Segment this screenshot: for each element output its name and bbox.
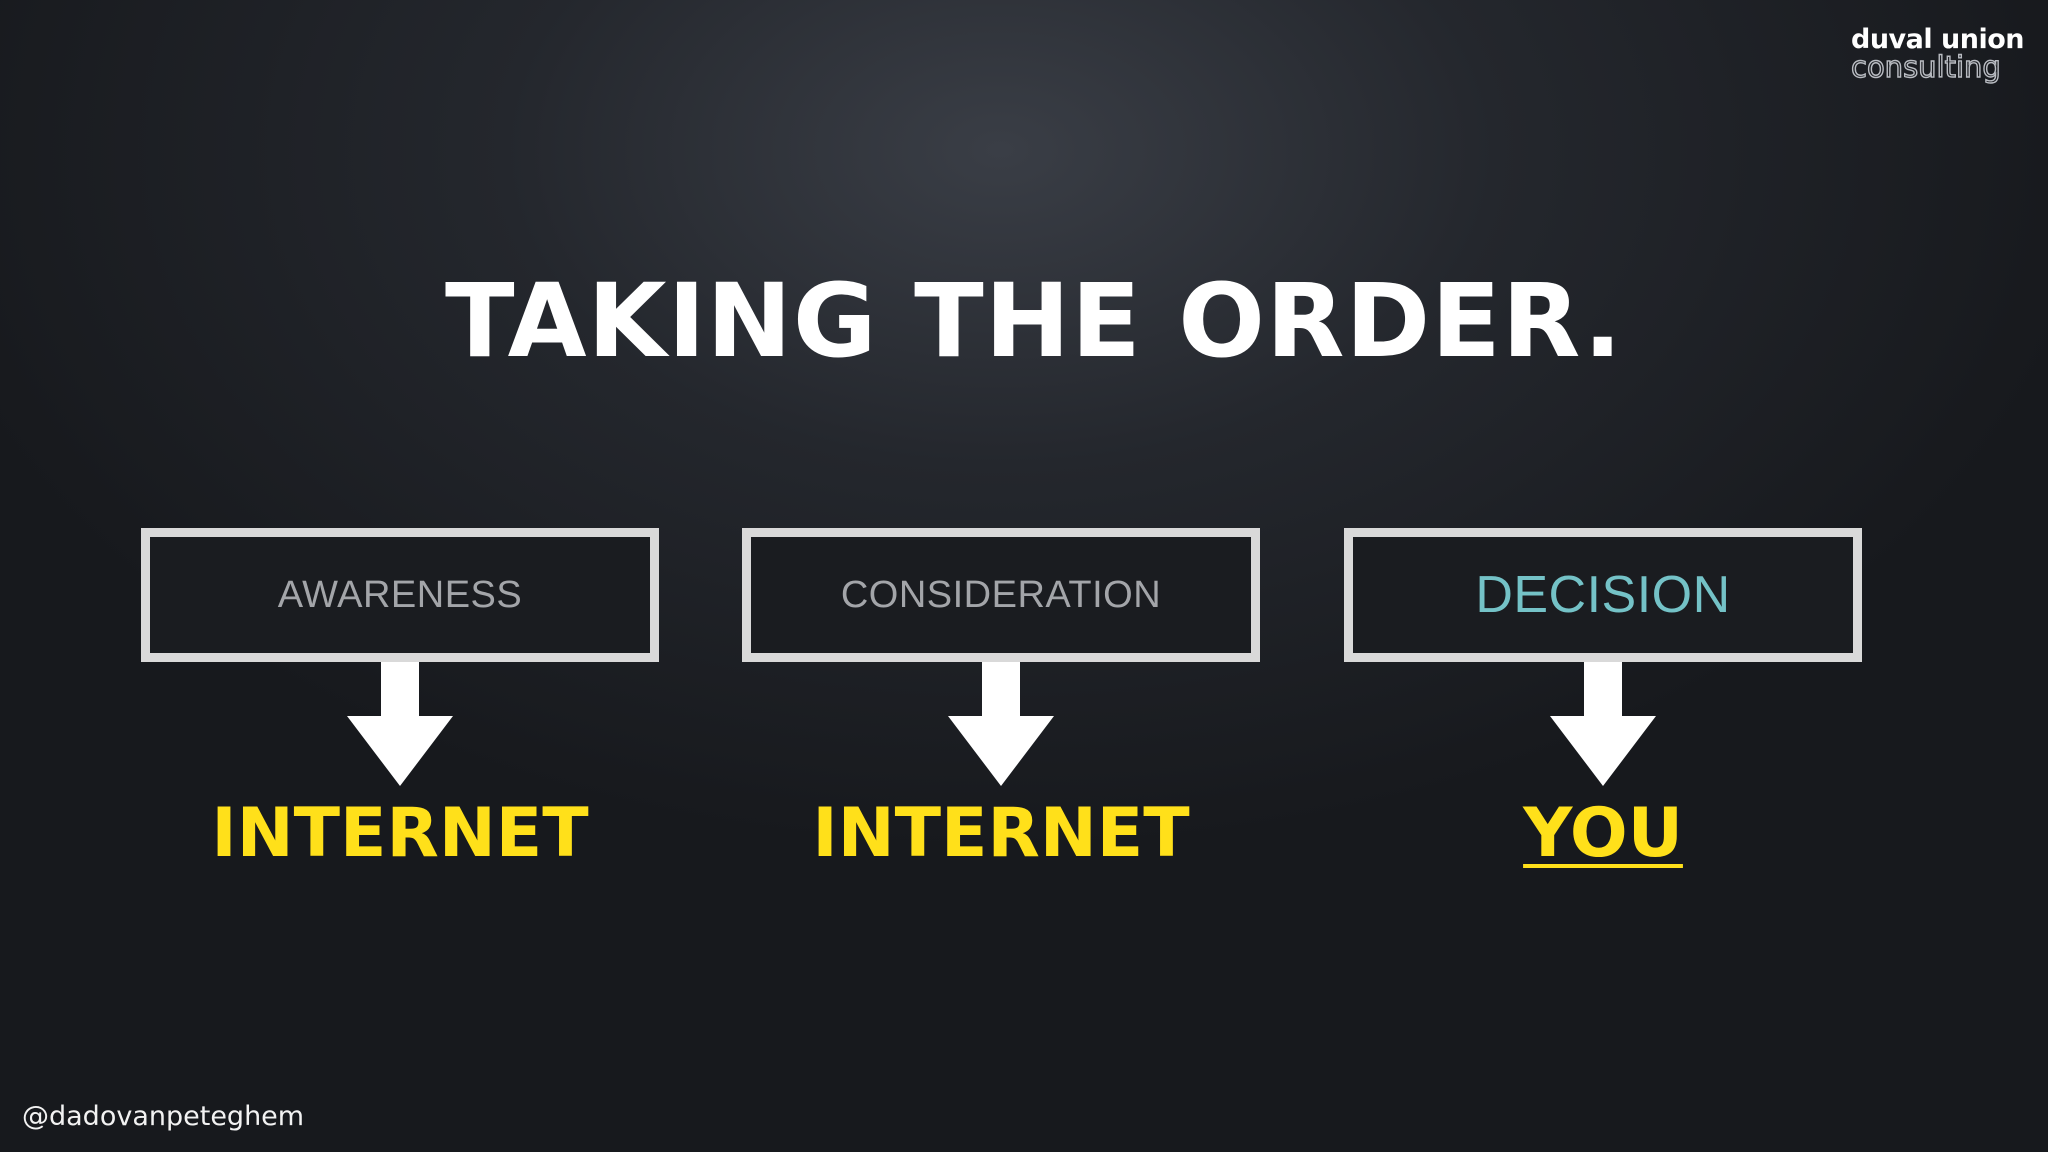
down-arrow-icon [948, 662, 1054, 786]
stage-box: AWARENESS [141, 528, 659, 662]
outcome-text: INTERNET [812, 794, 1190, 873]
stage-label: CONSIDERATION [840, 573, 1162, 616]
brand-logo: duval union consulting [1850, 24, 2025, 84]
stage-label-active: DECISION [1475, 566, 1731, 624]
social-handle: @dadovanpeteghem [22, 1101, 305, 1132]
stage-box: DECISION [1344, 528, 1862, 662]
logo-wordmark: duval union [1851, 24, 2025, 55]
stage-outcome: YOU [1344, 800, 1862, 868]
down-arrow-icon [347, 662, 453, 786]
logo-subtitle: consulting [1850, 50, 2001, 84]
slide-title: TAKING THE ORDER. [444, 262, 1624, 381]
down-arrow-icon [1550, 662, 1656, 786]
stage-outcome: INTERNET [141, 800, 659, 868]
stage-label: AWARENESS [277, 573, 523, 616]
outcome-text: INTERNET [211, 794, 589, 873]
stage-outcome: INTERNET [742, 800, 1260, 868]
stage-box: CONSIDERATION [742, 528, 1260, 662]
stage-awareness: AWARENESS [141, 528, 659, 786]
outcome-text-underlined: YOU [1523, 794, 1683, 873]
stage-consideration: CONSIDERATION [742, 528, 1260, 786]
stage-decision: DECISION [1344, 528, 1862, 786]
